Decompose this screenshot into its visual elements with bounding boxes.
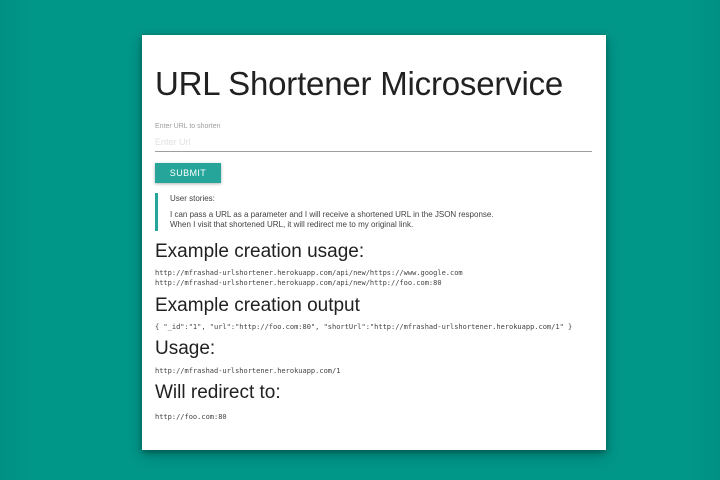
user-story-item: I can pass a URL as a parameter and I wi… bbox=[170, 210, 494, 219]
user-stories-heading: User stories: bbox=[170, 194, 215, 203]
code-line: { "_id":"1", "url":"http://foo.com:80", … bbox=[155, 323, 573, 331]
url-input[interactable] bbox=[155, 131, 592, 152]
page-title: URL Shortener Microservice bbox=[155, 65, 564, 102]
redirect-code: http://foo.com:80 bbox=[155, 412, 593, 422]
redirect-heading: Will redirect to: bbox=[155, 382, 281, 403]
url-field-label: Enter URL to shorten bbox=[155, 123, 221, 130]
usage-code: http://mfrashad-urlshortener.herokuapp.c… bbox=[155, 366, 593, 376]
user-stories-blockquote: User stories: I can pass a URL as a para… bbox=[155, 193, 593, 231]
user-story-item: When I visit that shortened URL, it will… bbox=[170, 220, 414, 229]
main-card: URL Shortener Microservice Enter URL to … bbox=[142, 35, 606, 450]
code-line: http://mfrashad-urlshortener.herokuapp.c… bbox=[155, 367, 341, 375]
creation-output-code: { "_id":"1", "url":"http://foo.com:80", … bbox=[155, 322, 593, 332]
code-line: http://foo.com:80 bbox=[155, 413, 227, 421]
code-line: http://mfrashad-urlshortener.herokuapp.c… bbox=[155, 279, 442, 287]
background-shade-left bbox=[0, 0, 30, 480]
submit-button[interactable]: SUBMIT bbox=[155, 163, 221, 183]
background-shade-right bbox=[690, 0, 720, 480]
creation-output-heading: Example creation output bbox=[155, 295, 360, 316]
creation-usage-heading: Example creation usage: bbox=[155, 241, 365, 262]
code-line: http://mfrashad-urlshortener.herokuapp.c… bbox=[155, 269, 463, 277]
usage-heading: Usage: bbox=[155, 338, 216, 359]
creation-usage-code: http://mfrashad-urlshortener.herokuapp.c… bbox=[155, 268, 593, 288]
